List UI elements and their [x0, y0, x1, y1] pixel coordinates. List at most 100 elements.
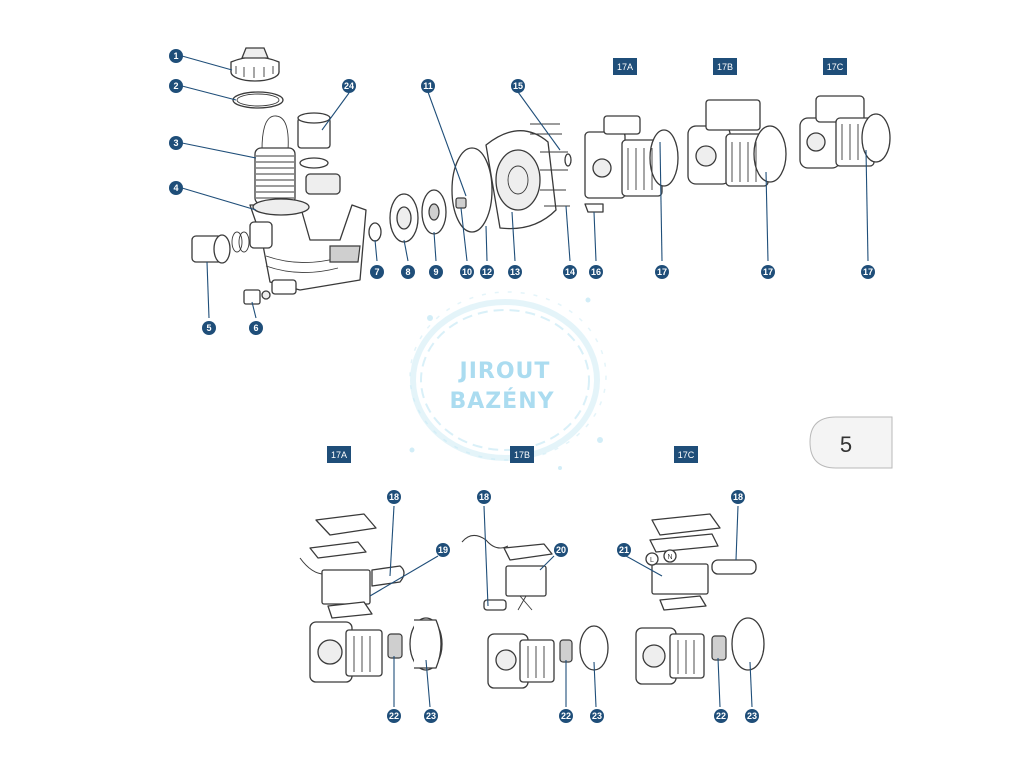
svg-text:2: 2 [173, 81, 178, 91]
svg-text:11: 11 [423, 81, 433, 91]
svg-text:3: 3 [173, 138, 178, 148]
drain-plug-6 [243, 289, 271, 305]
callout-17-b: 17 [761, 265, 775, 279]
motor-detail-17b [461, 535, 609, 689]
tag-17b-top: 17B [713, 58, 737, 75]
page-number: 5 [840, 432, 852, 457]
callout-17-c: 17 [861, 265, 875, 279]
callout-10: 10 [460, 265, 474, 279]
svg-text:10: 10 [462, 267, 472, 277]
strainer-housing [249, 198, 367, 295]
tag-17c-bottom: 17C [674, 446, 698, 463]
svg-text:1: 1 [173, 51, 178, 61]
svg-text:24: 24 [344, 81, 354, 91]
terminal-live-mark: L [650, 557, 654, 564]
svg-text:17C: 17C [827, 62, 844, 72]
callout-22-c: 22 [714, 709, 728, 723]
callout-11: 11 [421, 79, 435, 93]
page-number-tab: 5 [809, 416, 893, 469]
svg-text:4: 4 [173, 183, 178, 193]
motor-17c [799, 95, 891, 169]
callout-15: 15 [511, 79, 525, 93]
impeller-9 [421, 189, 447, 235]
svg-text:22: 22 [561, 711, 571, 721]
foot-16 [584, 203, 604, 213]
callout-16: 16 [589, 265, 603, 279]
callout-21: 21 [617, 543, 631, 557]
bolts-14-15 [530, 123, 572, 207]
watermark-line-2: BAZÉNY [449, 388, 554, 414]
motor-detail-17a [299, 513, 443, 683]
callout-23-c: 23 [745, 709, 759, 723]
tag-17c-top: 17C [823, 58, 847, 75]
callout-18-c: 18 [731, 490, 745, 504]
svg-text:21: 21 [619, 545, 629, 555]
seal-plate-13 [485, 130, 557, 230]
svg-text:17: 17 [763, 267, 773, 277]
callout-20: 20 [554, 543, 568, 557]
svg-text:7: 7 [374, 267, 379, 277]
svg-text:17B: 17B [717, 62, 733, 72]
callout-24: 24 [342, 79, 356, 93]
svg-text:18: 18 [479, 492, 489, 502]
callout-6: 6 [249, 321, 263, 335]
callout-1: 1 [169, 49, 183, 63]
gasket-10-11-12 [451, 147, 493, 233]
svg-text:23: 23 [592, 711, 602, 721]
tag-17b-bottom: 17B [510, 446, 534, 463]
svg-text:18: 18 [733, 492, 743, 502]
outlet-union-24 [297, 112, 341, 195]
svg-text:20: 20 [556, 545, 566, 555]
motor-17a [584, 115, 679, 199]
callout-23-a: 23 [424, 709, 438, 723]
callout-23-b: 23 [590, 709, 604, 723]
callout-8: 8 [401, 265, 415, 279]
svg-text:17A: 17A [331, 450, 347, 460]
jirout-bazeny-watermark: JIROUT BAZÉNY [409, 291, 607, 470]
callout-5: 5 [202, 321, 216, 335]
inlet-union-5 [191, 231, 250, 264]
svg-text:15: 15 [513, 81, 523, 91]
svg-text:8: 8 [405, 267, 410, 277]
strainer-basket [254, 115, 296, 205]
svg-text:9: 9 [433, 267, 438, 277]
svg-text:22: 22 [389, 711, 399, 721]
svg-text:13: 13 [510, 267, 520, 277]
svg-text:14: 14 [565, 267, 575, 277]
tag-17a-bottom: 17A [327, 446, 351, 463]
svg-text:17C: 17C [678, 450, 695, 460]
svg-text:17: 17 [863, 267, 873, 277]
callout-12: 12 [480, 265, 494, 279]
svg-text:19: 19 [438, 545, 448, 555]
callout-13: 13 [508, 265, 522, 279]
svg-text:23: 23 [747, 711, 757, 721]
svg-text:22: 22 [716, 711, 726, 721]
svg-text:18: 18 [389, 492, 399, 502]
svg-text:17A: 17A [617, 62, 633, 72]
callout-22-b: 22 [559, 709, 573, 723]
leader-lines [181, 55, 869, 708]
callout-9: 9 [429, 265, 443, 279]
callout-4: 4 [169, 181, 183, 195]
svg-text:6: 6 [253, 323, 258, 333]
lid-o-ring [232, 91, 284, 109]
svg-text:16: 16 [591, 267, 601, 277]
terminal-neutral-mark: N [667, 554, 672, 561]
callout-18-b: 18 [477, 490, 491, 504]
watermark-line-1: JIROUT [458, 359, 551, 384]
callout-18-a: 18 [387, 490, 401, 504]
diffuser-8 [389, 193, 419, 243]
svg-text:17: 17 [657, 267, 667, 277]
callout-19: 19 [436, 543, 450, 557]
tag-17a-top: 17A [613, 58, 637, 75]
strainer-lid [230, 47, 280, 82]
o-ring-7 [368, 222, 382, 242]
svg-text:17B: 17B [514, 450, 530, 460]
motor-17b [687, 99, 787, 187]
callout-3: 3 [169, 136, 183, 150]
callout-17-a: 17 [655, 265, 669, 279]
svg-text:12: 12 [482, 267, 492, 277]
callout-2: 2 [169, 79, 183, 93]
callout-14: 14 [563, 265, 577, 279]
